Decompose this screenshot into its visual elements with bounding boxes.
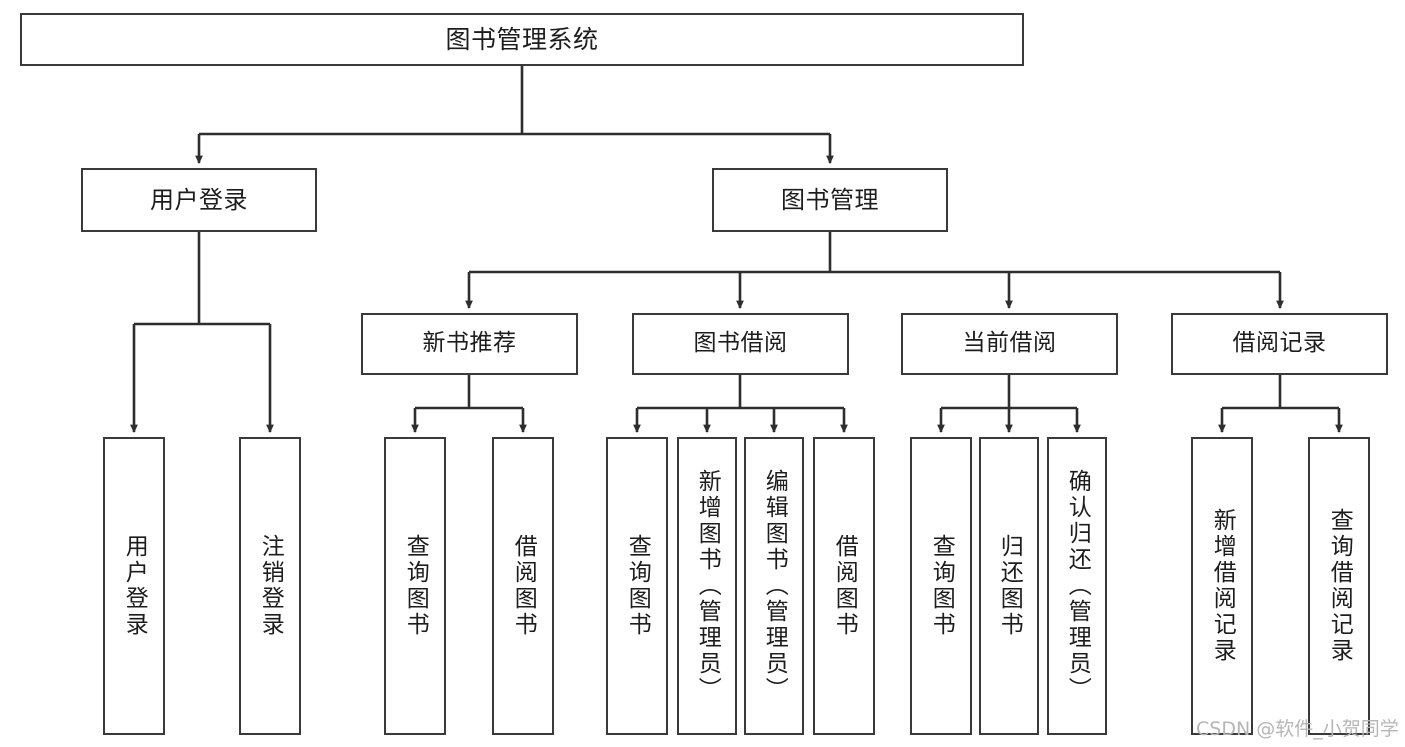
node-current-borrow[interactable]: 当前借阅 — [901, 313, 1118, 375]
node-label: 当前借阅 — [962, 330, 1057, 357]
leaf-borrow-query-book[interactable]: 查询图书 — [606, 437, 668, 735]
leaf-add-borrow-record[interactable]: 新增借阅记录 — [1191, 437, 1253, 735]
node-label: 归还图书 — [996, 534, 1023, 638]
node-label: 借阅记录 — [1232, 330, 1327, 357]
node-label: 查询图书 — [928, 534, 955, 638]
node-label: 借阅图书 — [510, 534, 537, 638]
leaf-cur-query-book[interactable]: 查询图书 — [910, 437, 972, 735]
leaf-query-borrow-record[interactable]: 查询借阅记录 — [1308, 437, 1370, 735]
watermark-text: CSDN @软件_小贺同学 — [1196, 718, 1399, 740]
node-label: 查询图书 — [624, 534, 651, 638]
node-label: 编辑图书（管理员） — [761, 469, 788, 703]
node-label: 用户登录 — [150, 185, 248, 214]
node-label: 确认归还（管理员） — [1064, 469, 1091, 703]
node-label: 用户登录 — [121, 534, 148, 638]
node-label: 注销登录 — [257, 534, 284, 638]
node-borrow-record[interactable]: 借阅记录 — [1171, 313, 1388, 375]
node-label: 查询借阅记录 — [1326, 508, 1353, 664]
node-label: 新增借阅记录 — [1209, 508, 1236, 664]
leaf-return-book[interactable]: 归还图书 — [979, 437, 1039, 735]
node-user-login[interactable]: 用户登录 — [81, 168, 317, 232]
node-label: 查询图书 — [402, 534, 429, 638]
node-label: 图书管理系统 — [445, 24, 599, 54]
node-label: 图书借阅 — [693, 330, 788, 357]
leaf-borrow-book[interactable]: 借阅图书 — [813, 437, 875, 735]
leaf-rec-query-book[interactable]: 查询图书 — [384, 437, 446, 735]
node-book-manage[interactable]: 图书管理 — [712, 168, 948, 232]
node-label: 新增图书（管理员） — [694, 469, 721, 703]
node-root-system[interactable]: 图书管理系统 — [20, 13, 1024, 66]
leaf-add-book-admin[interactable]: 新增图书（管理员） — [677, 437, 737, 735]
leaf-confirm-return-admin[interactable]: 确认归还（管理员） — [1047, 437, 1107, 735]
node-label: 借阅图书 — [831, 534, 858, 638]
node-book-borrow[interactable]: 图书借阅 — [632, 313, 849, 375]
node-label: 图书管理 — [781, 185, 879, 214]
leaf-user-login[interactable]: 用户登录 — [103, 437, 165, 735]
leaf-edit-book-admin[interactable]: 编辑图书（管理员） — [744, 437, 804, 735]
node-new-book-rec[interactable]: 新书推荐 — [361, 313, 578, 375]
leaf-user-logout[interactable]: 注销登录 — [239, 437, 301, 735]
node-label: 新书推荐 — [422, 330, 517, 357]
leaf-rec-borrow-book[interactable]: 借阅图书 — [492, 437, 554, 735]
